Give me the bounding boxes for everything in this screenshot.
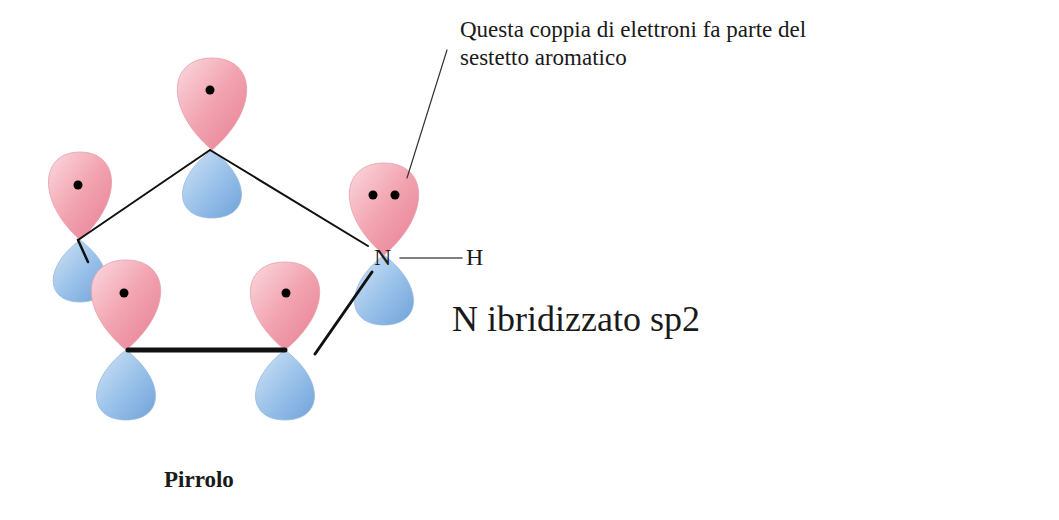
upper-lobe [48, 152, 111, 240]
upper-lobe [250, 262, 319, 350]
p-orbitals [48, 58, 418, 420]
electron-dots [74, 86, 400, 298]
atom-symbol: N [374, 243, 391, 272]
ring-bonds [78, 50, 462, 354]
hybridization-note: N ibridizzato sp2 [452, 298, 700, 341]
electron-dot [120, 289, 129, 298]
lower-lobe [183, 150, 242, 218]
figure-caption: Pirrolo [164, 466, 234, 494]
electron-dot [206, 86, 215, 95]
callout-note: Questa coppia di elettroni fa parte del … [460, 16, 820, 71]
upper-lobe [91, 260, 160, 350]
electron-dot [74, 181, 83, 190]
upper-lobe [177, 58, 246, 150]
electron-dot [369, 191, 378, 200]
lower-lobe [97, 350, 156, 420]
lower-lobe [256, 350, 315, 420]
electron-dot [282, 289, 291, 298]
atom-symbol: H [466, 243, 483, 272]
electron-dot [391, 191, 400, 200]
